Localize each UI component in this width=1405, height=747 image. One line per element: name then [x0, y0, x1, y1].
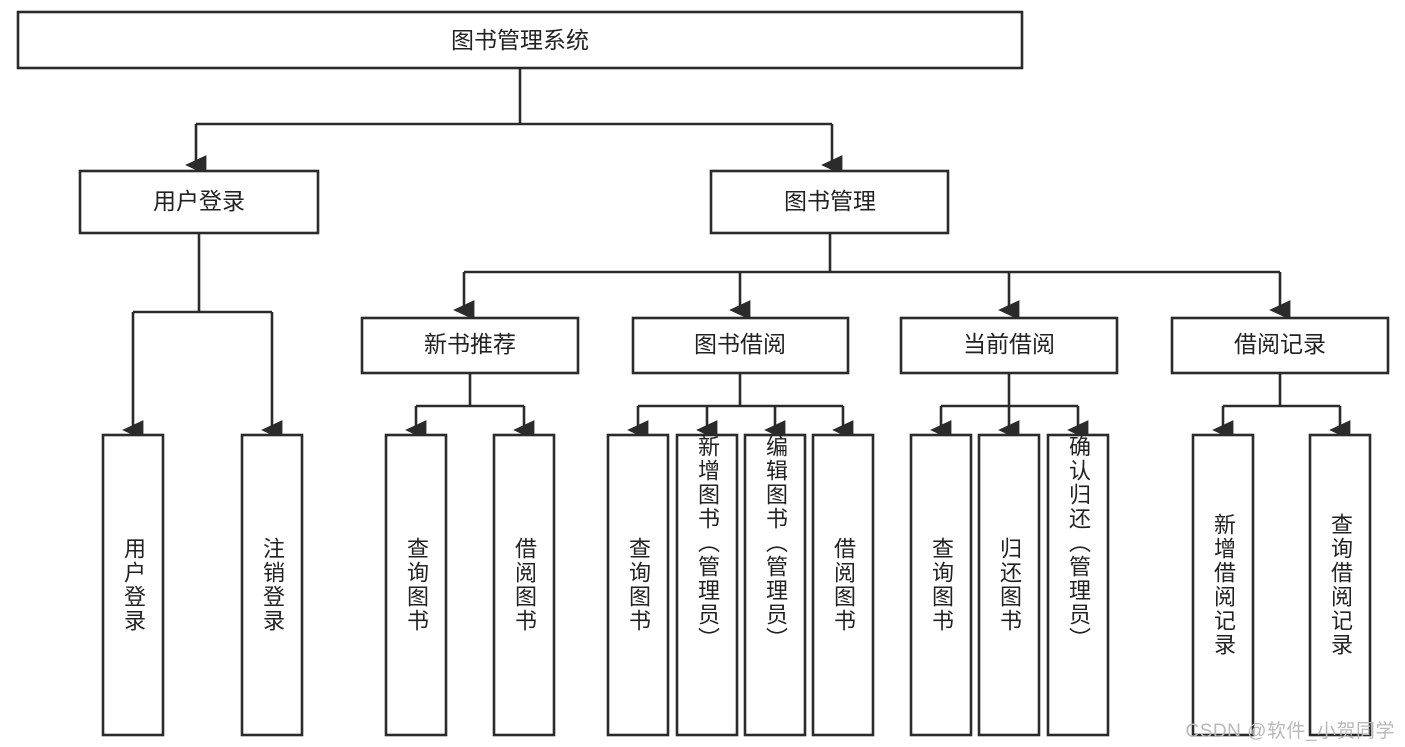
leaf-box-current-borrow-1[interactable]: [977, 433, 1041, 737]
node-user-login-label: 用户登录: [153, 188, 245, 214]
node-book-borrow-label: 图书借阅: [694, 331, 786, 357]
node-root-box[interactable]: [16, 10, 1024, 70]
node-new-book-recommend[interactable]: 新书推荐: [360, 316, 580, 375]
node-book-management-label: 图书管理: [784, 188, 876, 214]
node-root-label: 图书管理系统: [451, 27, 589, 53]
leaf-box-new-book-0[interactable]: [384, 433, 448, 737]
node-current-borrow[interactable]: 当前借阅: [899, 316, 1119, 375]
leaf-box-book-borrow-1[interactable]: [675, 433, 739, 737]
node-new-book-recommend-box[interactable]: [360, 316, 580, 375]
node-new-book-recommend-label: 新书推荐: [424, 331, 516, 357]
node-root[interactable]: 图书管理系统: [16, 10, 1024, 70]
leaf-box-borrow-record-0[interactable]: [1191, 433, 1255, 737]
watermark-text: CSDN @软件_小贺同学: [1185, 721, 1395, 742]
node-borrow-record[interactable]: 借阅记录: [1170, 316, 1390, 375]
leaf-box-book-borrow-3[interactable]: [811, 433, 875, 737]
node-book-borrow-box[interactable]: [631, 316, 850, 375]
leaf-box-current-borrow-2[interactable]: [1046, 433, 1110, 737]
leaf-box-book-borrow-0[interactable]: [606, 433, 670, 737]
node-current-borrow-box[interactable]: [899, 316, 1119, 375]
node-borrow-record-label: 借阅记录: [1234, 331, 1326, 357]
leaf-box-book-borrow-2[interactable]: [743, 433, 807, 737]
leaf-box-borrow-record-1[interactable]: [1308, 433, 1372, 737]
leaf-box-user-login-1[interactable]: [240, 433, 304, 737]
node-book-management-box[interactable]: [709, 169, 950, 235]
node-book-management[interactable]: 图书管理: [709, 169, 950, 235]
leaf-box-current-borrow-0[interactable]: [909, 433, 973, 737]
node-book-borrow[interactable]: 图书借阅: [631, 316, 850, 375]
leaf-box-user-login-0[interactable]: [101, 433, 165, 737]
node-user-login[interactable]: 用户登录: [78, 169, 320, 235]
node-current-borrow-label: 当前借阅: [963, 331, 1055, 357]
leaf-box-new-book-1[interactable]: [492, 433, 556, 737]
node-borrow-record-box[interactable]: [1170, 316, 1390, 375]
